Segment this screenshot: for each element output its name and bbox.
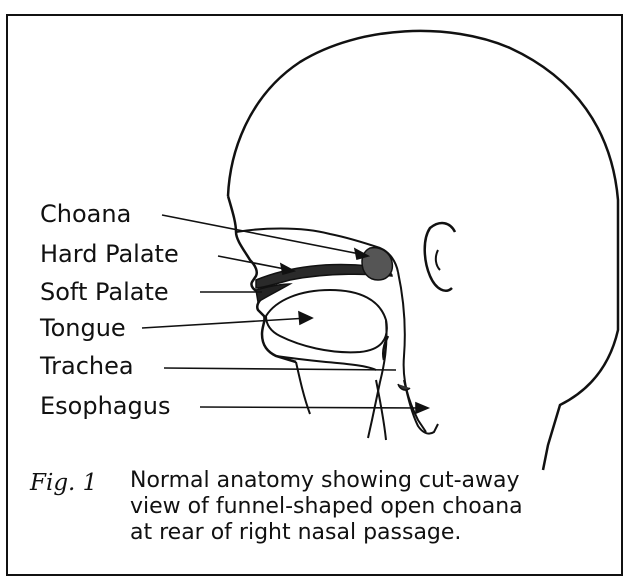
pointer-esophagus [200,407,424,408]
caption-line-3: at rear of right nasal passage. [130,522,461,544]
label-hard-palate: Hard Palate [40,242,179,266]
label-esophagus: Esophagus [40,394,170,418]
label-trachea: Trachea [40,354,134,378]
tongue-shape [266,290,387,352]
pointer-trachea [164,368,396,370]
pointer-hard-palate [218,256,290,270]
trachea-tube [376,380,386,440]
pointer-tongue [142,318,308,328]
caption-line-2: view of funnel-shaped open choana [130,496,523,518]
label-choana: Choana [40,202,131,226]
figure-number: Fig. 1 [30,470,97,496]
ear [425,223,455,291]
label-soft-palate: Soft Palate [40,280,169,304]
label-tongue: Tongue [40,316,126,340]
head-outline [228,31,618,470]
caption-line-1: Normal anatomy showing cut-away [130,470,519,492]
